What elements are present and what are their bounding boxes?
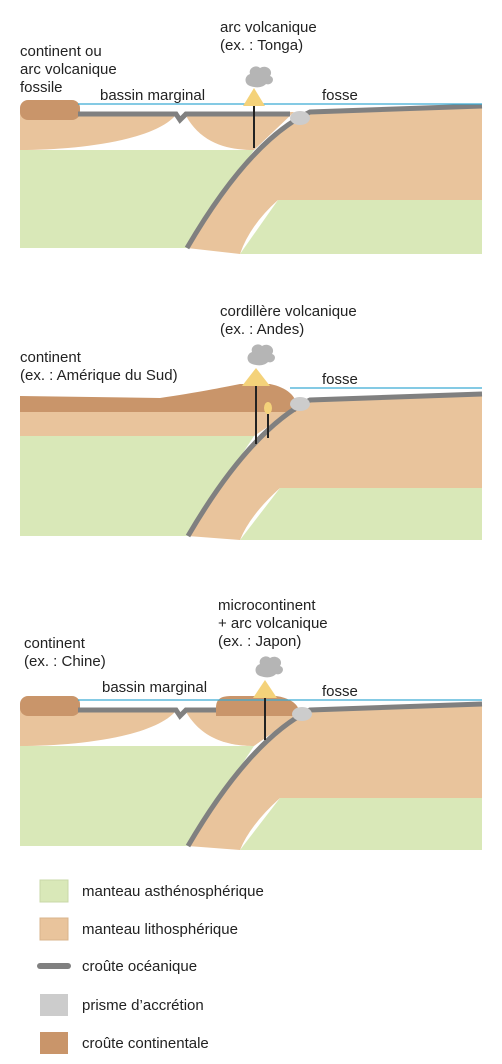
label-arc-3-line1: microcontinent (218, 597, 316, 614)
label-basin-1: bassin marginal (100, 87, 205, 104)
accretion-prism-2 (290, 397, 310, 411)
panel-3: continent (ex. : Chine) microcontinent +… (20, 597, 483, 850)
volcano-2 (242, 368, 270, 386)
label-arc-1-line2: (ex. : Tonga) (220, 37, 303, 54)
label-arc-3-line3: (ex. : Japon) (218, 633, 301, 650)
label-trench-2: fosse (322, 371, 358, 388)
smoke-3 (255, 656, 283, 678)
continental-crust-2 (20, 384, 297, 412)
continental-crust-3a (20, 696, 80, 716)
label-continent-2-line2: (ex. : Amérique du Sud) (20, 367, 178, 384)
label-trench-3: fosse (322, 683, 358, 700)
label-trench-1: fosse (322, 87, 358, 104)
lithosphere-overriding-1 (20, 112, 178, 150)
continental-crust-1 (20, 100, 80, 120)
label-arc-3: microcontinent + arc volcanique (ex. : J… (218, 597, 332, 650)
asthenosphere-3 (20, 746, 254, 846)
panel-2: continent (ex. : Amérique du Sud) cordil… (20, 303, 483, 540)
accretion-prism-3 (292, 707, 312, 721)
asthenosphere-below-slab-3 (240, 798, 482, 850)
asthenosphere-1 (20, 150, 254, 248)
label-continent-1-line3: fossile (20, 79, 63, 96)
label-arc-2-line2: (ex. : Andes) (220, 321, 304, 338)
volcano-1 (243, 88, 265, 106)
label-arc-2-line1: cordillère volcanique (220, 303, 357, 320)
smoke-1 (245, 66, 273, 88)
label-arc-3-line2: + arc volcanique (218, 615, 328, 632)
label-continent-3-line2: (ex. : Chine) (24, 653, 106, 670)
lithosphere-arc-3 (184, 708, 296, 746)
legend-label-continental-crust: croûte continentale (82, 1035, 209, 1052)
lithosphere-overriding-3 (20, 708, 178, 746)
label-continent-3: continent (ex. : Chine) (24, 635, 106, 670)
asthenosphere-2 (20, 436, 254, 536)
legend-swatch-lithosphere (39, 917, 69, 941)
continental-crust-3b (216, 696, 299, 716)
legend-swatch-continental-crust (40, 1032, 68, 1054)
oceanic-crust-basin-3 (78, 707, 216, 720)
label-arc-2: cordillère volcanique (ex. : Andes) (220, 303, 361, 338)
label-arc-1-line1: arc volcanique (220, 19, 317, 36)
legend-swatch-asthenosphere (39, 879, 69, 903)
magma-chamber-2 (264, 402, 272, 414)
label-continent-2: continent (ex. : Amérique du Sud) (20, 349, 178, 384)
accretion-prism-1 (290, 111, 310, 125)
subducting-slab-2 (188, 394, 482, 540)
label-basin-3: bassin marginal (102, 679, 207, 696)
label-continent-3-line1: continent (24, 635, 86, 652)
subducting-slab-1 (187, 106, 482, 254)
volcano-3 (253, 680, 277, 698)
asthenosphere-below-slab-1 (240, 200, 482, 254)
label-continent-1: continent ou arc volcanique fossile (20, 43, 121, 96)
label-continent-1-line2: arc volcanique (20, 61, 117, 78)
label-arc-1: arc volcanique (ex. : Tonga) (220, 19, 321, 54)
panel-1: continent ou arc volcanique fossile arc … (20, 19, 483, 254)
lithosphere-arc-1 (184, 112, 294, 150)
legend-label-prism: prisme d’accrétion (82, 997, 204, 1014)
oceanic-crust-basin-1 (78, 111, 290, 124)
legend-swatch-prism (40, 994, 68, 1016)
subducting-slab-3 (188, 704, 482, 850)
legend-label-oceanic-crust: croûte océanique (82, 958, 197, 975)
label-continent-2-line1: continent (20, 349, 82, 366)
asthenosphere-below-slab-2 (240, 488, 482, 540)
legend-label-asthenosphere: manteau asthénosphérique (82, 883, 264, 900)
lithosphere-overriding-2 (20, 408, 296, 436)
legend: manteau asthénosphérique manteau lithosp… (37, 879, 264, 1054)
label-continent-1-line1: continent ou (20, 43, 102, 60)
smoke-2 (247, 344, 275, 366)
legend-label-lithosphere: manteau lithosphérique (82, 921, 238, 938)
